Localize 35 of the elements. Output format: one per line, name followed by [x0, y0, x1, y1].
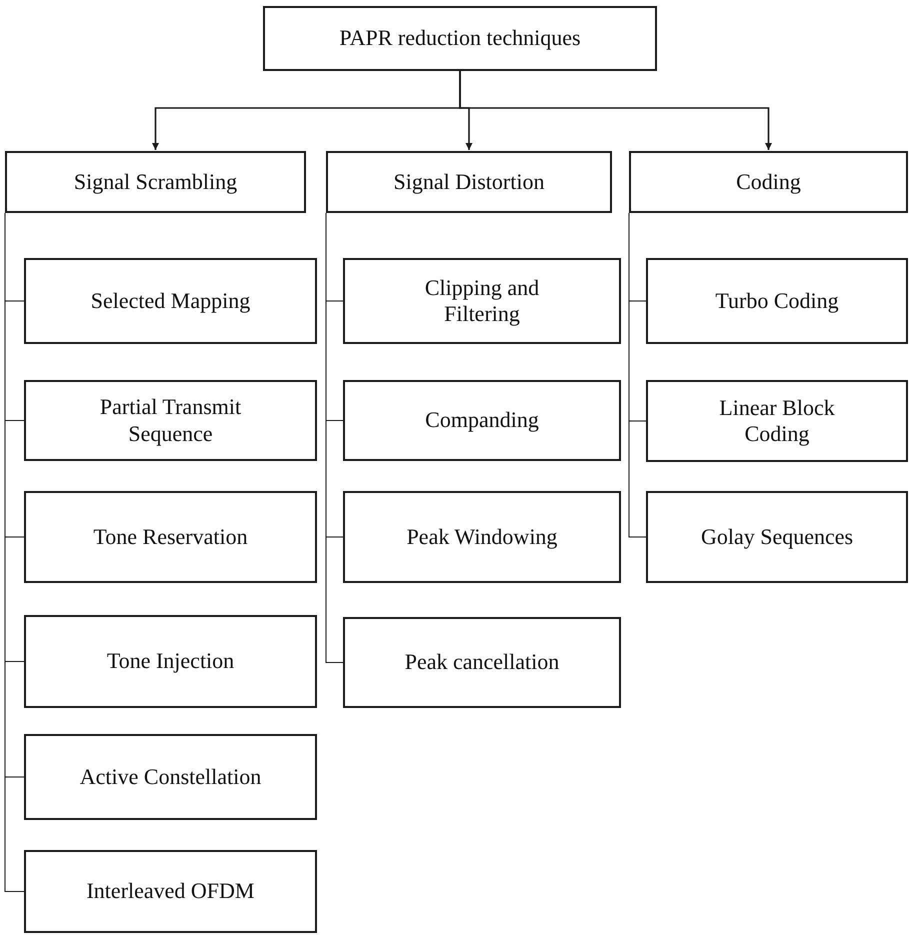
box-label: Signal Distortion: [394, 168, 544, 196]
process-box: [343, 617, 621, 708]
process-box: [24, 850, 317, 933]
process-box: [646, 491, 908, 583]
box-label: Selected Mapping: [90, 288, 250, 314]
process-box: [646, 258, 908, 344]
box-label: Tone Injection: [106, 648, 234, 675]
box-label: Turbo Coding: [715, 288, 839, 314]
box-label: Tone Reservation: [93, 524, 248, 550]
process-box: [24, 491, 317, 583]
box-label: PAPR reduction techniques: [339, 25, 581, 52]
arrow: [459, 71, 772, 150]
box-label: Signal Scrambling: [74, 168, 238, 196]
process-box: [343, 380, 621, 461]
box-label: Peak Windowing: [406, 524, 558, 550]
process-box: [24, 615, 317, 708]
box-label: Interleaved OFDM: [86, 878, 254, 905]
process-box: [629, 151, 908, 213]
box-label: Coding: [736, 168, 801, 196]
process-box: [263, 6, 657, 71]
box-label: Companding: [425, 407, 539, 434]
process-box: [343, 258, 621, 344]
box-label: Active Constellation: [80, 764, 262, 790]
box-label: Golay Sequences: [700, 524, 854, 550]
process-box: [343, 491, 621, 583]
box-label: Partial Transmit Sequence: [98, 394, 242, 447]
box-label: Linear Block Coding: [718, 394, 836, 448]
box-label: Clipping and Filtering: [424, 274, 540, 328]
process-box: [24, 380, 317, 461]
box-label: Peak cancellation: [404, 649, 560, 676]
process-box: [24, 734, 317, 820]
process-box: [5, 151, 306, 213]
process-box: [24, 258, 317, 344]
process-box: [646, 380, 908, 462]
process-box: [326, 151, 612, 213]
